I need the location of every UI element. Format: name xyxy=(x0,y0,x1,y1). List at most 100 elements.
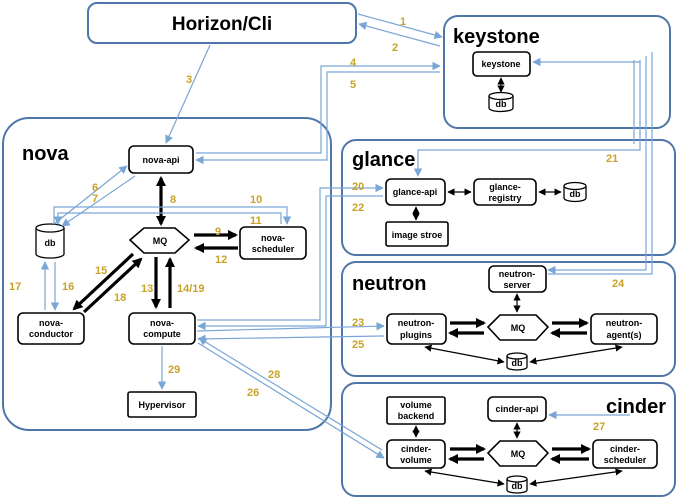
step-18: 18 xyxy=(114,292,126,304)
horizon-label: Horizon/Cli xyxy=(172,14,272,35)
nova-conductor-label-2: conductor xyxy=(29,329,73,339)
arrow-conductor-mq xyxy=(82,257,143,314)
step-21: 21 xyxy=(606,153,618,165)
step-2: 2 xyxy=(392,42,398,54)
step-29: 29 xyxy=(168,364,180,376)
nova-scheduler-label-2: scheduler xyxy=(252,244,295,254)
step-14-19: 14/19 xyxy=(177,283,205,295)
step-8: 8 xyxy=(170,194,176,206)
step-5: 5 xyxy=(350,79,356,91)
cinder-mq-node xyxy=(486,440,550,467)
glance-api-label: glance-api xyxy=(393,187,438,197)
step-7: 7 xyxy=(92,193,98,205)
cinder-scheduler-node xyxy=(592,439,658,469)
glance-registry-node xyxy=(473,178,537,206)
neutron-agents-label-1: neutron- xyxy=(606,318,643,328)
glance-db-label: db xyxy=(570,189,581,199)
step-4: 4 xyxy=(350,57,357,69)
nova-conductor-label-1: nova- xyxy=(39,318,63,328)
arrow-mq-conductor xyxy=(72,252,135,311)
cinder-mq-label: MQ xyxy=(511,449,526,459)
volume-backend-label-2: backend xyxy=(398,411,435,421)
cinder-volume-label-1: cinder- xyxy=(401,444,431,454)
neutron-plugins-node xyxy=(386,313,447,345)
cinder-scheduler-label-2: scheduler xyxy=(604,455,647,465)
step-25: 25 xyxy=(352,339,364,351)
keystone-region xyxy=(443,15,671,129)
hypervisor-node xyxy=(127,391,197,418)
cinder-api-node xyxy=(487,396,547,422)
cinder-volume-node xyxy=(386,439,446,469)
glance-db-icon xyxy=(563,181,587,203)
neutron-title: neutron xyxy=(352,273,426,295)
nova-api-label: nova-api xyxy=(142,155,179,165)
step-27: 27 xyxy=(593,421,605,433)
nova-mq-label: MQ xyxy=(153,236,168,246)
keystone-db-label: db xyxy=(496,99,507,109)
nova-scheduler-node xyxy=(239,226,307,260)
nova-scheduler-label-1: nova- xyxy=(261,233,285,243)
step-15: 15 xyxy=(95,265,107,277)
cinder-volume-label-2: volume xyxy=(400,455,432,465)
step-17: 17 xyxy=(9,281,21,293)
hypervisor-label: Hypervisor xyxy=(138,400,186,410)
step-10: 10 xyxy=(250,194,262,206)
nova-api-node xyxy=(128,145,194,174)
neutron-plugins-label-2: plugins xyxy=(400,330,432,340)
glance-title: glance xyxy=(352,149,415,171)
keystone-title: keystone xyxy=(453,26,540,48)
step-6: 6 xyxy=(92,182,98,194)
glance-region xyxy=(341,139,676,256)
step-22: 22 xyxy=(352,202,364,214)
cinder-db-label: db xyxy=(512,481,523,491)
keystone-node xyxy=(472,51,531,77)
neutron-db-label: db xyxy=(512,358,523,368)
step-28: 28 xyxy=(268,369,280,381)
cinder-scheduler-label-1: cinder- xyxy=(610,444,640,454)
horizon-box xyxy=(87,2,357,44)
cinder-region xyxy=(341,382,676,497)
cinder-api-label: cinder-api xyxy=(495,404,538,414)
nova-region xyxy=(2,117,332,431)
neutron-region xyxy=(341,261,676,377)
neutron-agents-label-2: agent(s) xyxy=(606,330,641,340)
neutron-db-icon xyxy=(506,352,528,371)
volume-backend-label-1: volume xyxy=(400,400,432,410)
step-23: 23 xyxy=(352,317,364,329)
neutron-server-label-2: server xyxy=(503,280,531,290)
nova-compute-label-2: compute xyxy=(143,329,181,339)
glance-api-node xyxy=(385,178,446,206)
image-store-label: image stroe xyxy=(392,230,443,240)
nova-compute-node xyxy=(128,312,196,345)
nova-db-icon xyxy=(35,223,65,259)
glance-registry-label-1: glance- xyxy=(489,182,521,192)
neutron-mq-node xyxy=(486,314,550,341)
step-1: 1 xyxy=(400,16,406,28)
step-11: 11 xyxy=(250,215,262,227)
step-3: 3 xyxy=(186,74,192,86)
neutron-server-label-1: neutron- xyxy=(499,269,536,279)
nova-conductor-node xyxy=(17,312,85,345)
step-16: 16 xyxy=(62,281,74,293)
glance-registry-label-2: registry xyxy=(488,193,521,203)
step-13: 13 xyxy=(141,283,153,295)
volume-backend-node xyxy=(386,396,446,425)
step-24: 24 xyxy=(612,278,625,290)
neutron-mq-label: MQ xyxy=(511,323,526,333)
step-9: 9 xyxy=(215,226,221,238)
nova-db-label: db xyxy=(45,238,56,248)
keystone-db-icon xyxy=(488,91,514,113)
keystone-node-label: keystone xyxy=(481,59,520,69)
nova-mq-node xyxy=(128,227,191,254)
step-12: 12 xyxy=(215,254,227,266)
neutron-server-node xyxy=(488,265,547,293)
neutron-plugins-label-1: neutron- xyxy=(398,318,435,328)
neutron-agents-node xyxy=(590,313,658,345)
step-26: 26 xyxy=(247,387,259,399)
nova-title: nova xyxy=(22,143,70,165)
cinder-db-icon xyxy=(506,475,528,494)
nova-compute-label-1: nova- xyxy=(150,318,174,328)
cinder-title: cinder xyxy=(606,396,666,418)
step-20: 20 xyxy=(352,181,364,193)
